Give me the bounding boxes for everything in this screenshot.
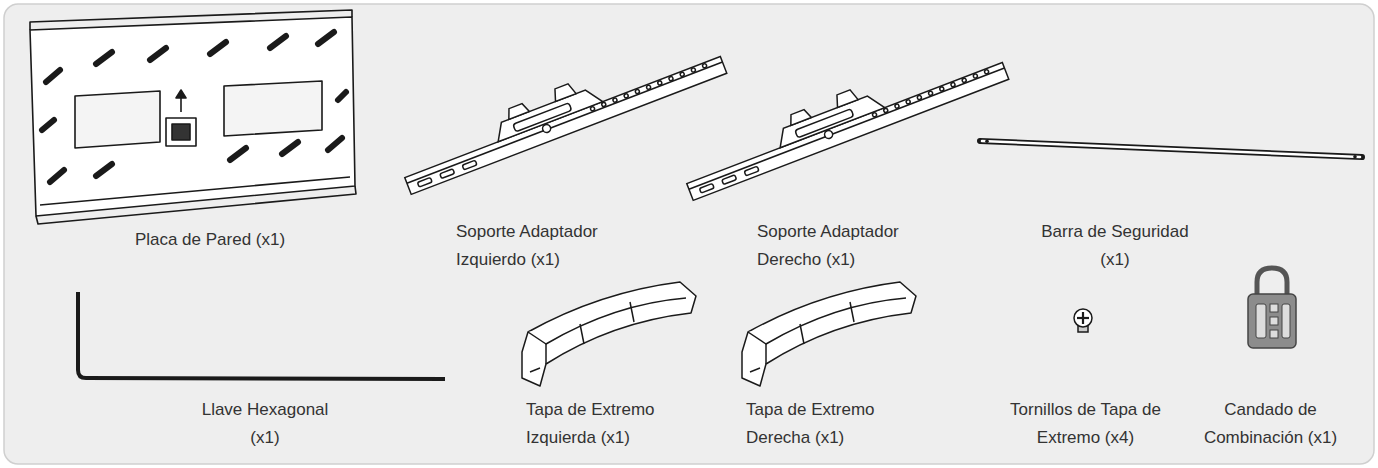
security-bar-drawing: [980, 140, 1362, 159]
left-bracket-drawing: [394, 29, 726, 194]
wall-plate-drawing: [30, 10, 356, 224]
part-name: Soporte Adaptador Izquierdo (x1): [456, 218, 626, 274]
part-name: Soporte Adaptador Derecho (x1): [757, 218, 927, 274]
part-name: Candado de Combinación (x1): [1198, 396, 1343, 452]
part-name: Barra de Seguridad (x1): [1035, 218, 1195, 274]
padlock-drawing: [1248, 268, 1296, 348]
part-name: Tapa de Extremo Izquierda (x1): [526, 396, 676, 452]
part-name: Tapa de Extremo Derecha (x1): [746, 396, 896, 452]
panel-ground: [4, 4, 1374, 464]
hex-key-drawing: [78, 292, 445, 379]
screw-drawing: [1074, 309, 1092, 332]
part-name: Tornillos de Tapa de Extremo (x4): [998, 396, 1173, 452]
part-name: Llave Hexagonal (x1): [195, 396, 335, 452]
right-bracket-drawing: [676, 35, 1008, 200]
left-end-cap-drawing: [522, 282, 696, 386]
part-name: Placa de Pared (x1): [110, 226, 310, 254]
right-end-cap-drawing: [742, 282, 916, 386]
